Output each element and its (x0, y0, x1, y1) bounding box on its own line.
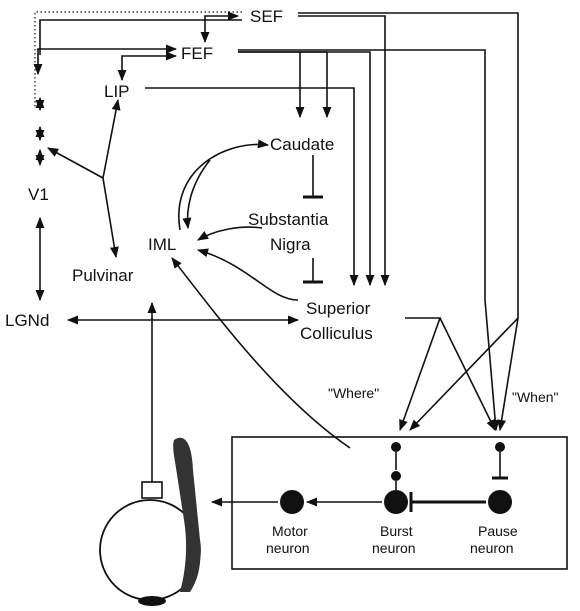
pulvinar-label: Pulvinar (72, 266, 134, 285)
sef-label: SEF (250, 7, 283, 26)
burst-neuron-label-line2: neuron (372, 540, 416, 556)
burst-neuron-label-line1: Burst (380, 523, 413, 539)
pupil (138, 596, 166, 606)
where-label: "Where" (328, 385, 379, 401)
superior-colliculus-label-line1: Superior (306, 299, 371, 318)
fef-to-caudate-link-2 (238, 52, 327, 117)
sn-to-iml-link (198, 227, 262, 240)
burst-input-neuron (391, 442, 401, 452)
caudate-to-iml-link (188, 160, 210, 228)
sc-to-pause-link (440, 318, 495, 430)
pause-input-neuron (495, 442, 505, 452)
pause-neuron-label-line2: neuron (470, 540, 514, 556)
when-label: "When" (512, 389, 559, 405)
lip-label: LIP (104, 82, 130, 101)
motor-neuron-label-line1: Motor (272, 523, 308, 539)
substantia-nigra-label-line2: Nigra (270, 235, 311, 254)
fef-to-caudate-link (238, 52, 300, 117)
branch-to-pulvinar-link (103, 178, 116, 257)
labels: SEF FEF LIP Caudate Substantia Nigra V1 … (5, 7, 559, 556)
iml-label: IML (148, 235, 176, 254)
superior-colliculus-label-line2: Colliculus (300, 324, 373, 343)
sc-to-iml-link (198, 250, 298, 300)
burst-interneuron (391, 471, 401, 481)
lip-to-sc-link (145, 88, 354, 285)
eye-icon (100, 438, 201, 606)
caudate-label: Caudate (270, 135, 334, 154)
pause-neuron-label-line1: Pause (478, 523, 518, 539)
pulvinar-to-v1-link (48, 148, 103, 178)
lgnd-label: LGNd (5, 311, 49, 330)
v1-label: V1 (28, 185, 49, 204)
pulvinar-to-lip-link (103, 100, 118, 178)
motor-neuron-soma (280, 490, 304, 514)
optic-nerve (142, 482, 162, 498)
pause-neuron-soma (488, 490, 512, 514)
motor-neuron-label-line2: neuron (266, 540, 310, 556)
sc-to-burst-link (400, 318, 440, 430)
brainstem-to-iml-link (172, 258, 350, 448)
burst-neuron-soma (384, 490, 408, 514)
fef-lip-link (122, 56, 176, 80)
brainstem-circuit (212, 442, 512, 514)
fef-v1-link (38, 49, 176, 74)
substantia-nigra-label-line1: Substantia (248, 210, 329, 229)
fef-label: FEF (181, 44, 213, 63)
